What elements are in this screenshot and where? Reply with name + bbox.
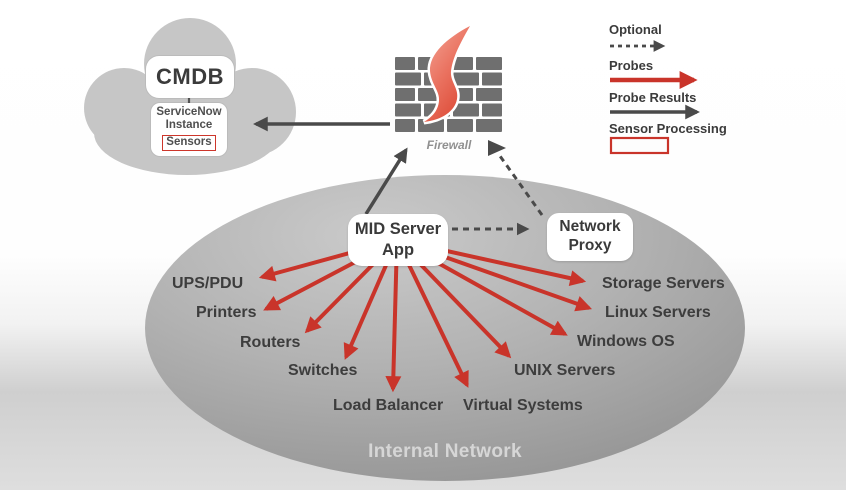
flame-icon xyxy=(422,19,477,125)
mid-server-app-node: MID Server App xyxy=(348,214,448,266)
legend-probes-label: Probes xyxy=(609,58,654,73)
legend-optional-label: Optional xyxy=(609,22,662,37)
cmdb-node: CMDB xyxy=(146,56,234,98)
device-label-linux-servers: Linux Servers xyxy=(605,304,711,321)
device-label-windows-os: Windows OS xyxy=(577,333,675,350)
legend-sensor-processing-label: Sensor Processing xyxy=(609,121,727,136)
legend-probe-results-label: Probe Results xyxy=(609,90,697,105)
optional-arrowhead-at-firewall xyxy=(488,140,506,156)
sensors-badge: Sensors xyxy=(162,134,216,151)
firewall-caption: Firewall xyxy=(426,138,472,152)
device-label-storage-servers: Storage Servers xyxy=(602,275,725,292)
device-label-unix-servers: UNIX Servers xyxy=(514,362,616,379)
device-label-printers: Printers xyxy=(196,304,257,321)
device-label-ups-pdu: UPS/PDU xyxy=(172,275,244,292)
servicenow-instance-node: ServiceNow Instance Sensors xyxy=(151,103,227,156)
probe-results-arrow-mid-to-firewall xyxy=(364,147,408,215)
mid-server-label-line2: App xyxy=(381,241,415,259)
device-label-switches: Switches xyxy=(288,362,358,379)
instance-label-line2: Instance xyxy=(165,118,213,131)
device-label-routers: Routers xyxy=(240,334,301,351)
instance-label-line1: ServiceNow xyxy=(156,106,222,118)
device-label-load-balancer: Load Balancer xyxy=(333,397,444,414)
mid-server-label-line1: MID Server xyxy=(354,220,442,239)
internal-network-label: Internal Network xyxy=(368,441,522,462)
legend-sensor-processing-box xyxy=(609,136,670,155)
network-proxy-label-line2: Proxy xyxy=(568,237,612,254)
network-proxy-node: Network Proxy xyxy=(547,213,633,261)
cmdb-label: CMDB xyxy=(156,64,224,89)
network-proxy-label-line1: Network xyxy=(559,218,621,236)
device-label-virtual-systems: Virtual Systems xyxy=(463,397,583,414)
optional-arrow-proxy-to-firewall xyxy=(498,155,544,216)
